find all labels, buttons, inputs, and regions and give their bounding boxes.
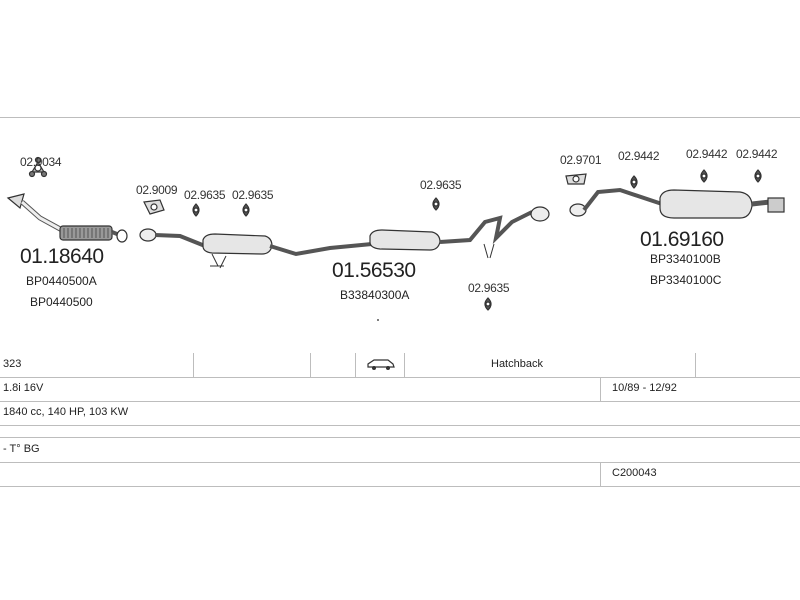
- table-row: 1840 cc, 140 HP, 103 KW: [0, 401, 800, 426]
- rubber-mount-icon: [700, 169, 708, 183]
- downpipe-flange: [6, 193, 25, 210]
- oem-number: BP0440500: [30, 295, 93, 309]
- car-hatchback-icon: [366, 357, 396, 374]
- fitting-label: 02.9635: [184, 188, 226, 202]
- part-number[interactable]: 01.56530: [332, 259, 416, 282]
- fitting-label: 02.9635: [420, 178, 462, 192]
- table-row: [0, 425, 800, 438]
- specs-cell: 1840 cc, 140 HP, 103 KW: [3, 406, 129, 418]
- oem-number: BP3340100C: [650, 273, 722, 287]
- centre-silencer: [369, 229, 441, 251]
- body-type-cell: Hatchback: [491, 358, 543, 370]
- fitting-label: 02.9009: [136, 183, 178, 197]
- part-number[interactable]: 01.69160: [640, 228, 724, 251]
- fitting-label: 02.9701: [560, 153, 602, 167]
- fitting-label: 02.9442: [618, 149, 660, 163]
- table-row: 1.8i 16V 10/89 - 12/92: [0, 377, 800, 402]
- years-cell: 10/89 - 12/92: [612, 382, 677, 394]
- rear-flange: [569, 203, 587, 217]
- middle-flange: [139, 228, 157, 242]
- exhaust-system-drawing: [6, 156, 785, 321]
- table-row: - T° BG: [0, 438, 800, 463]
- part-number[interactable]: 01.18640: [20, 245, 104, 268]
- front-silencer: [202, 233, 273, 255]
- rear-silencer: [659, 189, 753, 219]
- engine-cell: 1.8i 16V: [3, 382, 44, 394]
- code-cell: C200043: [612, 467, 657, 479]
- rubber-mount-icon: [242, 203, 250, 217]
- oem-number: B33840300A: [340, 288, 410, 302]
- gasket-icon: [565, 173, 587, 185]
- clamp-icon: [28, 156, 48, 178]
- model-cell: 323: [3, 358, 22, 370]
- oem-number: BP0440500A: [26, 274, 97, 288]
- top-divider: [0, 117, 800, 118]
- fitting-label: 02.9442: [736, 147, 778, 161]
- rubber-mount-icon: [754, 169, 762, 183]
- fitting-label: 02.9635: [468, 281, 510, 295]
- table-row: 323 Hatchback: [0, 353, 800, 378]
- rubber-mount-icon: [192, 203, 200, 217]
- fitting-label: 02.9635: [232, 188, 274, 202]
- tailpipe: [767, 197, 785, 213]
- oem-number: BP3340100B: [650, 252, 721, 266]
- fitting-label: 02.9442: [686, 147, 728, 161]
- rubber-mount-icon: [484, 297, 492, 311]
- rubber-mount-icon: [432, 197, 440, 211]
- fitting-label: 02.9034: [20, 155, 62, 169]
- mounting-plate-icon: [143, 199, 165, 215]
- notes-cell: - T° BG: [3, 443, 40, 455]
- rubber-mount-icon: [630, 175, 638, 189]
- middle-rear-flange: [530, 206, 550, 222]
- table-row: C200043: [0, 462, 800, 487]
